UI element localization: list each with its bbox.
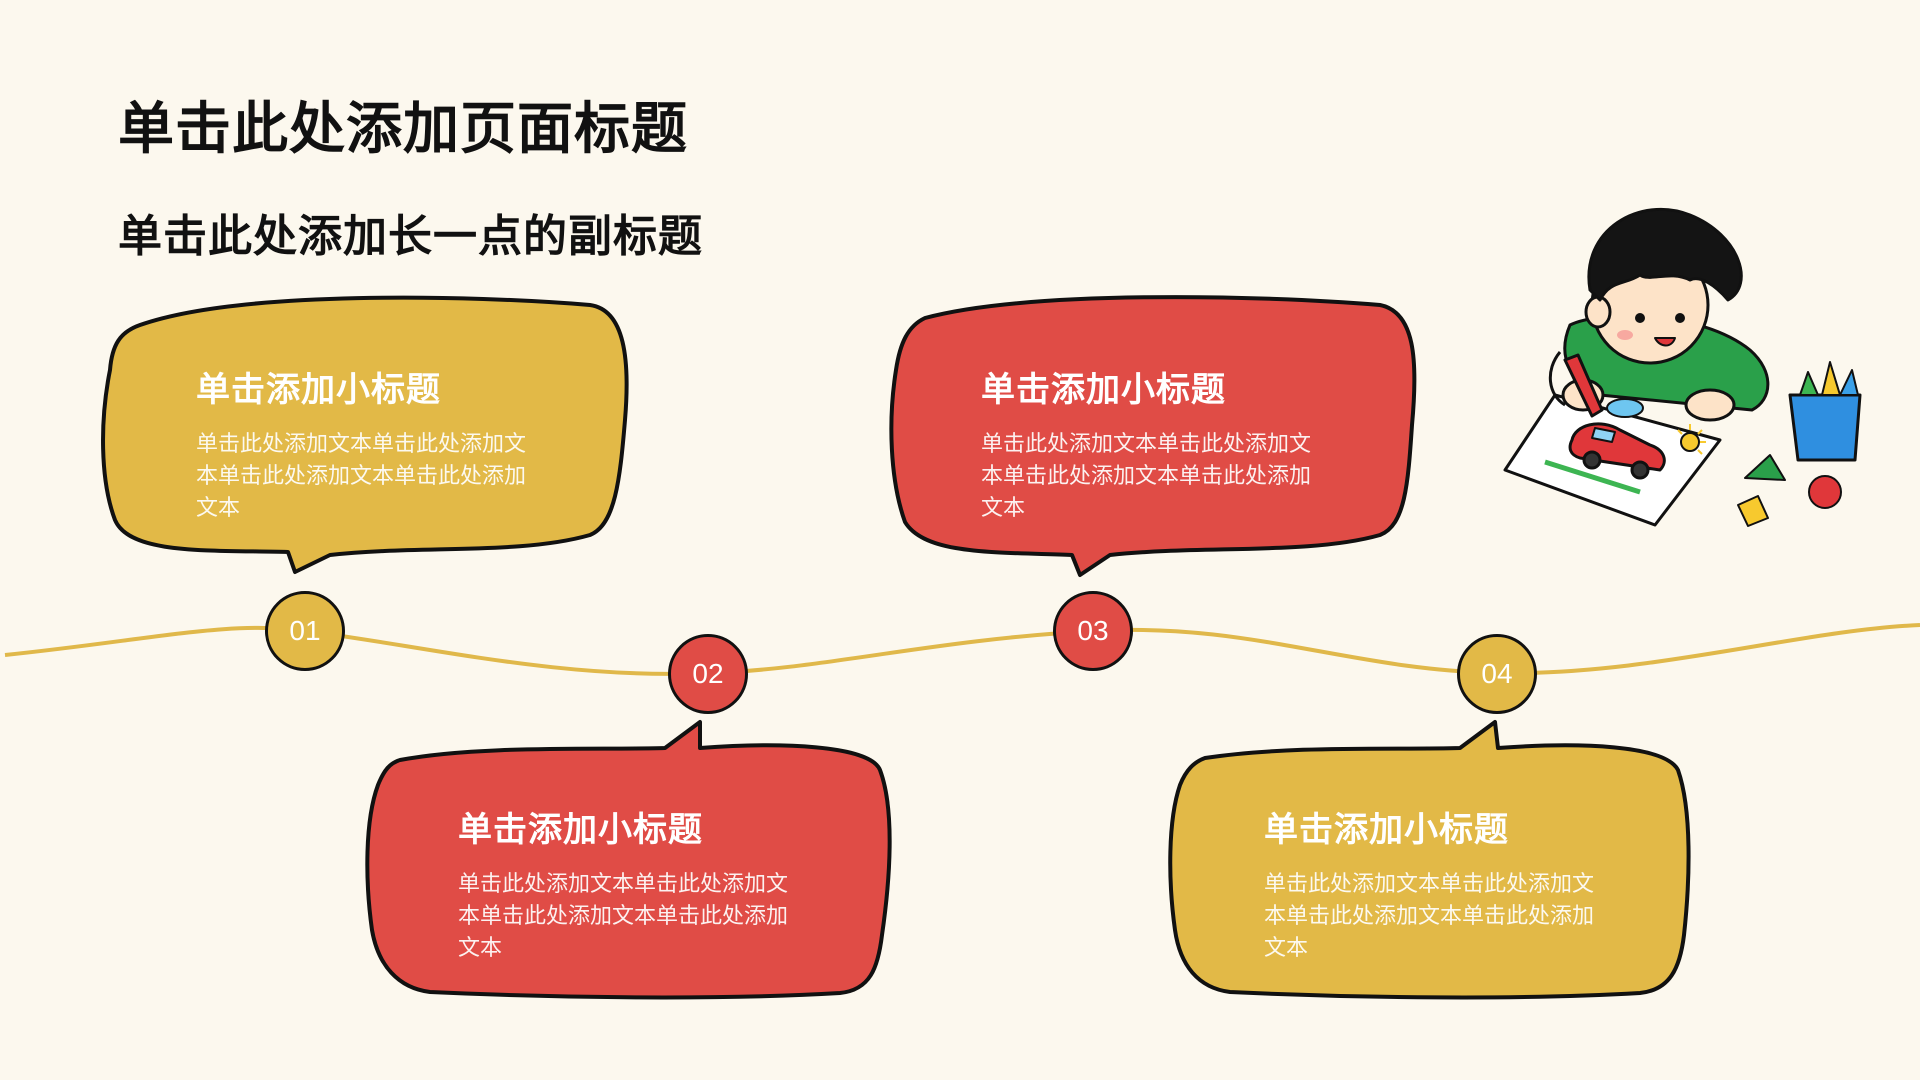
- step-text-2: 单击此处添加文本单击此处添加文本单击此处添加文本单击此处添加文本: [458, 872, 789, 961]
- step-text-3: 单击此处添加文本单击此处添加文本单击此处添加文本单击此处添加文本: [981, 432, 1312, 521]
- step-heading-1: 单击添加小标题: [196, 370, 441, 410]
- step-text-4: 单击此处添加文本单击此处添加文本单击此处添加文本单击此处添加文本: [1264, 872, 1595, 961]
- page-title: 单击此处添加页面标题: [118, 97, 688, 162]
- child-drawing-illustration: [1503, 207, 1862, 527]
- step-node-2[interactable]: 02: [668, 634, 748, 714]
- step-card-2[interactable]: 单击添加小标题 单击此处添加文本单击此处添加文本单击此处添加文本单击此处添加文本: [458, 802, 808, 965]
- step-node-4[interactable]: 04: [1457, 634, 1537, 714]
- speech-bubble-2: [365, 720, 892, 1000]
- step-card-3[interactable]: 单击添加小标题 单击此处添加文本单击此处添加文本单击此处添加文本单击此处添加文本: [981, 362, 1331, 525]
- step-card-1[interactable]: 单击添加小标题 单击此处添加文本单击此处添加文本单击此处添加文本单击此处添加文本: [196, 362, 546, 525]
- page-subtitle: 单击此处添加长一点的副标题: [118, 211, 703, 262]
- step-card-4[interactable]: 单击添加小标题 单击此处添加文本单击此处添加文本单击此处添加文本单击此处添加文本: [1264, 802, 1614, 965]
- step-heading-4: 单击添加小标题: [1264, 810, 1509, 850]
- speech-bubble-1: [101, 295, 629, 574]
- speech-bubble-3: [889, 295, 1417, 577]
- step-heading-3: 单击添加小标题: [981, 370, 1226, 410]
- step-text-1: 单击此处添加文本单击此处添加文本单击此处添加文本单击此处添加文本: [196, 432, 527, 521]
- speech-bubble-4: [1168, 720, 1691, 1000]
- step-node-3[interactable]: 03: [1053, 591, 1133, 671]
- step-heading-2: 单击添加小标题: [458, 810, 703, 850]
- step-node-1[interactable]: 01: [265, 591, 345, 671]
